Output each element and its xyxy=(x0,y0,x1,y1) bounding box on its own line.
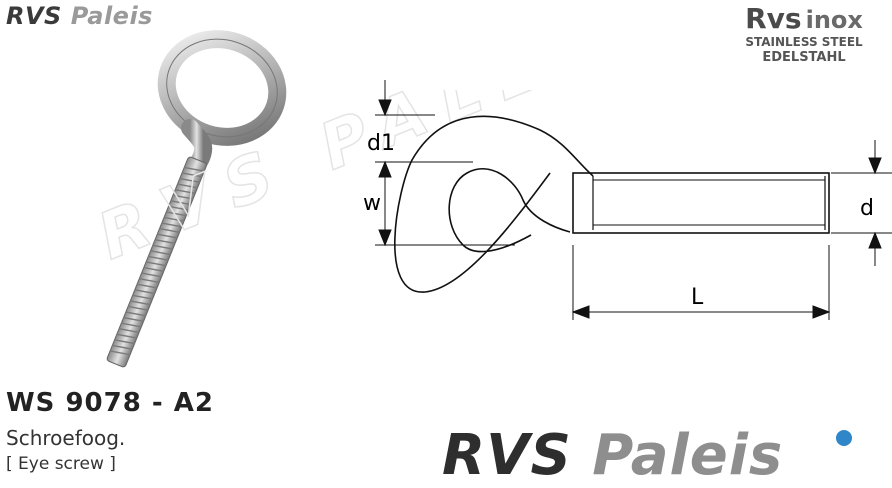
logo-large-paleis: Paleis xyxy=(592,423,784,488)
product-name: Schroefoog. xyxy=(6,426,126,450)
dimension-label-L: L xyxy=(691,285,704,310)
eye-screw-photo xyxy=(106,30,287,368)
eye-inner-contour xyxy=(448,168,571,253)
brand-logo-small: RVS Paleis xyxy=(6,2,153,30)
eye-outer-contour xyxy=(394,115,594,293)
product-code: WS 9078 - A2 xyxy=(6,388,214,418)
logo-large-rvs: RVS xyxy=(442,423,572,488)
logo-rvs-text: RVS xyxy=(6,2,62,30)
product-name-english: [ Eye screw ] xyxy=(6,454,116,474)
logo-paleis-text: Paleis xyxy=(70,2,153,30)
badge-line-edelstahl: EDELSTAHL xyxy=(762,50,846,65)
badge-brand-rvs: Rvs xyxy=(745,2,802,35)
badge-line-stainless: STAINLESS STEEL xyxy=(745,35,863,49)
logo-accent-dot xyxy=(836,430,852,446)
dimension-label-w: w xyxy=(363,191,381,216)
dimension-label-d1: d1 xyxy=(367,131,395,156)
dimension-label-d: d xyxy=(860,196,874,221)
brand-logo-large: RVS Paleis xyxy=(442,424,783,488)
technical-drawing: d1 w d L xyxy=(363,80,892,320)
watermark: RVS PALEIS xyxy=(90,90,630,276)
shank-outline xyxy=(572,172,830,234)
badge-brand-inox: inox xyxy=(805,6,863,34)
